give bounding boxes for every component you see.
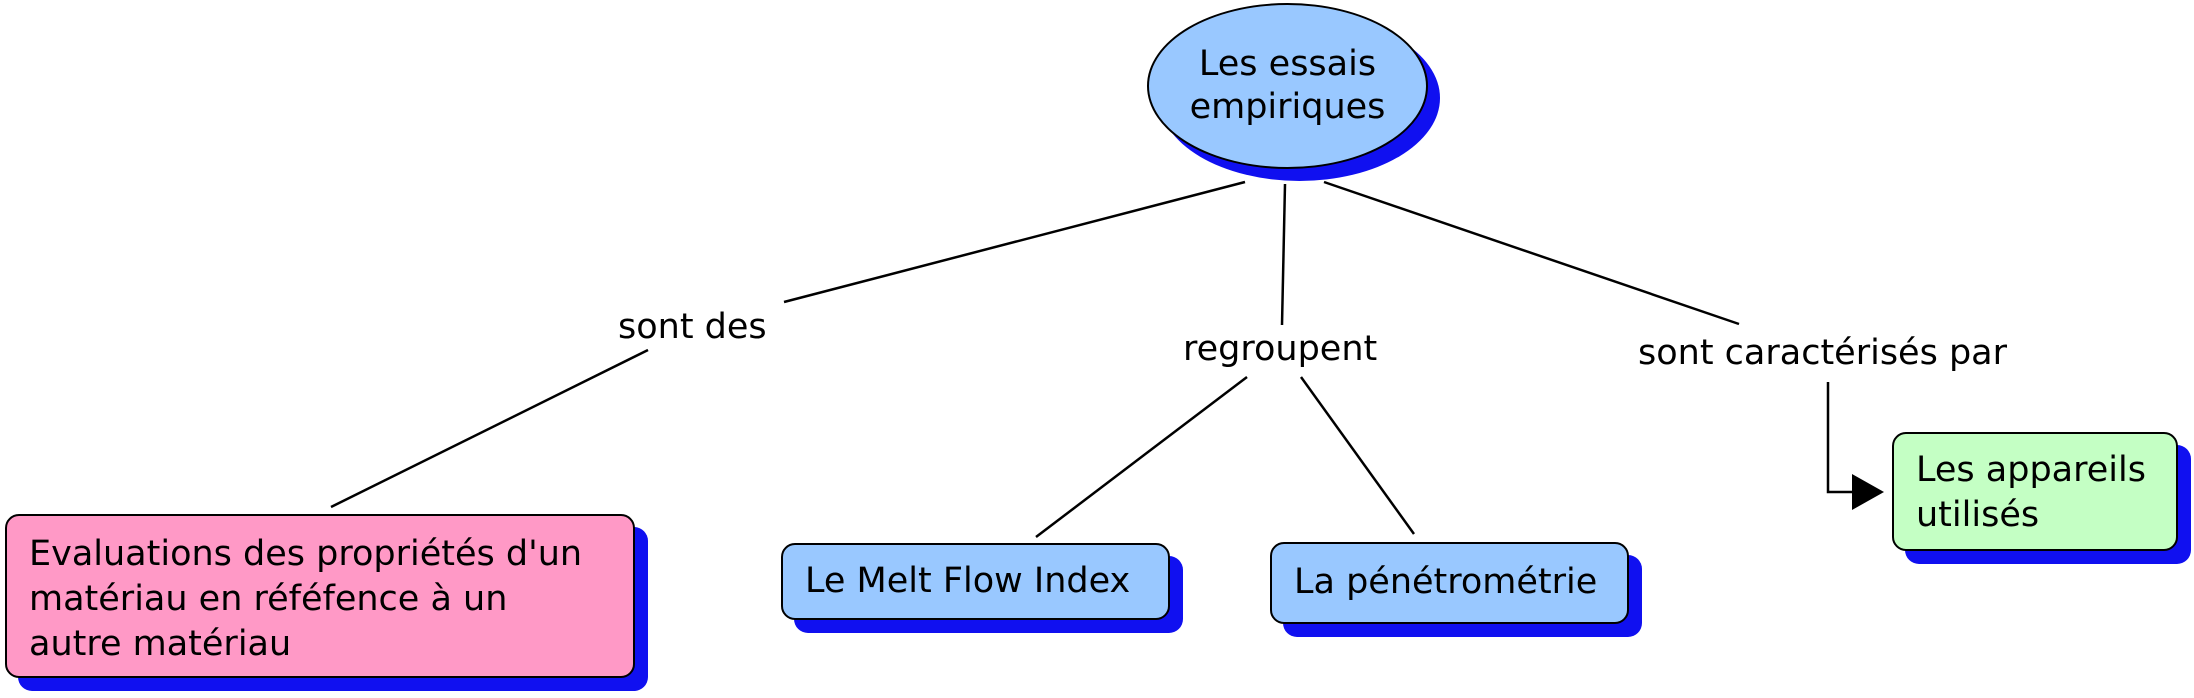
concept-appareils-line-1: Les appareils — [1916, 450, 2146, 490]
concept-appareils-utilises: Les appareils utilisés — [1892, 432, 2178, 551]
concept-penetrometrie: La pénétrométrie — [1270, 542, 1629, 624]
concept-melt-flow-index: Le Melt Flow Index — [781, 543, 1170, 620]
root-concept-line-2: empiriques — [1189, 87, 1386, 127]
concept-evaluations-line-3: autre matériau — [29, 624, 292, 664]
link-label-regroupent: regroupent — [1183, 329, 1378, 369]
link-label-sont-caracterises-par: sont caractérisés par — [1638, 333, 2008, 373]
line-regroupent-to-melt-flow — [1035, 376, 1248, 538]
line-sont-caracterises-to-appareils — [1826, 382, 1862, 494]
arrowhead-icon — [1852, 474, 1884, 510]
concept-evaluations: Evaluations des propriétés d'un matériau… — [5, 514, 635, 678]
line-root-to-sont-des — [783, 180, 1246, 304]
link-label-sont-des: sont des — [618, 307, 767, 347]
concept-evaluations-line-1: Evaluations des propriétés d'un — [29, 534, 583, 574]
concept-melt-flow-index-label: Le Melt Flow Index — [805, 561, 1131, 601]
root-concept-text: Les essais empiriques — [1190, 43, 1386, 129]
concept-evaluations-line-2: matériau en réféfence à un — [29, 579, 508, 619]
line-sont-des-to-evaluations — [330, 348, 649, 509]
line-root-to-sont-caracterises — [1323, 180, 1740, 326]
root-concept-oval: Les essais empiriques — [1147, 3, 1428, 169]
root-concept-line-1: Les essais — [1198, 44, 1377, 84]
concept-penetrometrie-label: La pénétrométrie — [1294, 562, 1598, 602]
line-root-to-regroupent — [1280, 183, 1287, 326]
concept-appareils-line-2: utilisés — [1916, 495, 2040, 535]
line-regroupent-to-penetrometrie — [1299, 376, 1416, 535]
